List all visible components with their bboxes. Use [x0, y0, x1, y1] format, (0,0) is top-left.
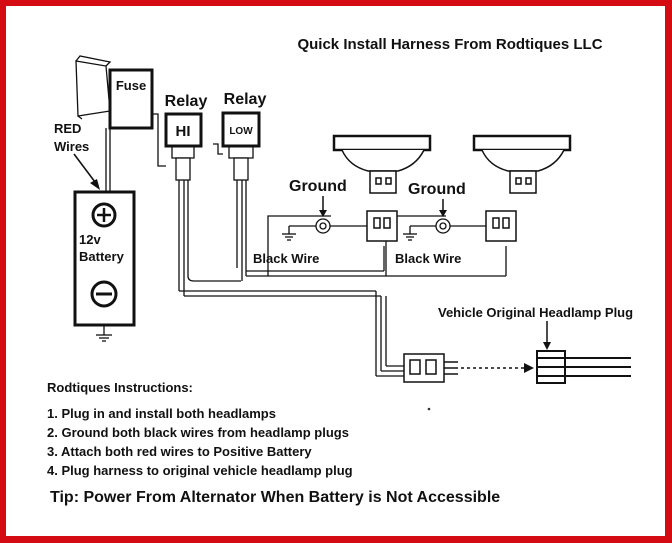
headlamp-right: [472, 134, 572, 242]
fuse: Fuse: [108, 68, 154, 130]
battery-positive-terminal: [91, 202, 117, 228]
instruction-step: 3. Attach both red wires to Positive Bat…: [47, 444, 312, 459]
instructions-block: Rodtiques Instructions: 1. Plug in and i…: [47, 380, 353, 480]
headlamp-left: [332, 134, 432, 242]
red-wires-label-line1: RED: [54, 121, 81, 136]
diagram-frame: Quick Install Harness From Rodtiques LLC…: [6, 6, 665, 536]
relay-low-label: LOW: [229, 126, 253, 137]
fuse-holder: [75, 55, 112, 120]
harness-plug: [403, 353, 458, 383]
black-wire-label-right: Black Wire: [395, 251, 461, 266]
diagram-title: Quick Install Harness From Rodtiques LLC: [297, 36, 602, 53]
black-wire-label-left: Black Wire: [253, 251, 319, 266]
battery: 12v Battery: [73, 190, 136, 327]
relay-low: LOW: [221, 111, 261, 181]
ground-label-left: Ground: [289, 178, 347, 195]
fuse-label: Fuse: [116, 78, 146, 93]
ground-arrow-left: [319, 196, 327, 217]
vehicle-plug-arrow: [543, 321, 551, 350]
ground-label-right: Ground: [408, 181, 466, 198]
wiring-diagram: Quick Install Harness From Rodtiques LLC…: [54, 36, 633, 411]
relay-hi: HI: [164, 112, 203, 181]
ground-arrow-right: [439, 199, 447, 217]
ground-connector-right: [403, 218, 486, 241]
connect-arrow: [461, 363, 534, 373]
instruction-step: 2. Ground both black wires from headlamp…: [47, 425, 349, 440]
instruction-step: 4. Plug harness to original vehicle head…: [47, 463, 353, 478]
instructions-title: Rodtiques Instructions:: [47, 380, 193, 395]
battery-negative-terminal: [90, 280, 118, 308]
stray-dot: [427, 407, 431, 411]
vehicle-plug-label: Vehicle Original Headlamp Plug: [438, 305, 633, 320]
battery-label-line1: 12v: [79, 232, 101, 247]
relay-low-title: Relay: [224, 91, 267, 108]
instruction-step: 1. Plug in and install both headlamps: [47, 406, 276, 421]
red-wires-arrow: [73, 153, 100, 190]
ground-connector-left: [282, 218, 367, 241]
red-wires-label-line2: Wires: [54, 139, 89, 154]
instructions-list: 1. Plug in and install both headlamps 2.…: [47, 404, 353, 480]
tip-text: Tip: Power From Alternator When Battery …: [50, 489, 501, 506]
battery-label-line2: Battery: [79, 249, 125, 264]
relay-hi-title: Relay: [165, 93, 208, 110]
relay-hi-label: HI: [176, 123, 191, 140]
harness-wires: [105, 113, 507, 377]
vehicle-original-plug: [536, 350, 631, 384]
battery-ground-symbol: [96, 325, 112, 342]
